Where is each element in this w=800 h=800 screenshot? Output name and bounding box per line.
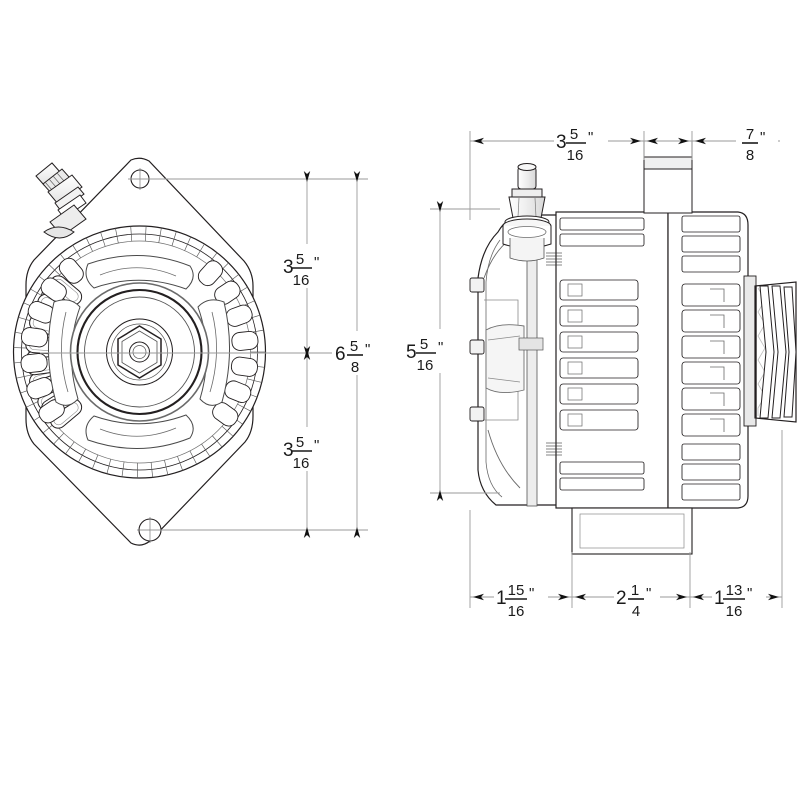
- dim-side-top-left-whole: 3: [556, 132, 567, 153]
- svg-text:3: 3: [283, 440, 294, 461]
- dim-front-bottom-num: 5: [296, 434, 304, 451]
- dim-side-top-right-mark: ": [760, 129, 765, 146]
- dim-front-overall-num: 5: [350, 338, 358, 355]
- dim-side-top-left-num: 5: [570, 126, 578, 143]
- svg-text:1: 1: [496, 588, 507, 609]
- svg-text:5: 5: [350, 338, 358, 355]
- dim-side-bottom-left: 1 15 16 ": [494, 575, 548, 620]
- svg-text:6: 6: [335, 344, 346, 365]
- svg-text:5: 5: [570, 126, 578, 143]
- svg-text:4: 4: [632, 603, 640, 620]
- svg-text:15: 15: [508, 582, 525, 599]
- dim-front-top-den: 16: [293, 272, 310, 289]
- svg-text:13: 13: [726, 582, 743, 599]
- svg-text:7: 7: [746, 126, 754, 143]
- center-hex-nut: [117, 325, 162, 379]
- svg-text:3: 3: [283, 257, 294, 278]
- dim-side-bottom-left-num: 15: [508, 582, 525, 599]
- dim-side-bottom-mid-whole: 2: [616, 588, 627, 609]
- svg-text:16: 16: [567, 147, 584, 164]
- dim-front-top-mark: ": [314, 254, 319, 271]
- dim-front-bottom-den: 16: [293, 455, 310, 472]
- svg-text:2: 2: [616, 588, 627, 609]
- dim-side-top-left-den: 16: [567, 147, 584, 164]
- svg-text:": ": [314, 254, 319, 271]
- dim-side-top-right-den: 8: [746, 147, 754, 164]
- svg-text:5: 5: [296, 251, 304, 268]
- dim-front-overall-mark: ": [365, 341, 370, 358]
- dim-side-top-right: 7 8 ": [736, 119, 778, 164]
- dim-side-bottom-left-den: 16: [508, 603, 525, 620]
- dim-front-top-num: 5: [296, 251, 304, 268]
- svg-text:5: 5: [420, 336, 428, 353]
- svg-text:16: 16: [726, 603, 743, 620]
- dim-side-bottom-right-num: 13: [726, 582, 743, 599]
- dim-side-bottom-left-whole: 1: [496, 588, 507, 609]
- dim-side-bottom-right-den: 16: [726, 603, 743, 620]
- dim-front-bottom-whole: 3: [283, 440, 294, 461]
- dim-side-top-left: 3 5 16 ": [554, 119, 608, 164]
- svg-text:16: 16: [508, 603, 525, 620]
- dim-side-bottom-mid: 2 1 4 ": [614, 575, 660, 620]
- svg-text:": ": [747, 585, 752, 602]
- svg-text:": ": [314, 437, 319, 454]
- svg-text:": ": [588, 129, 593, 146]
- svg-text:": ": [365, 341, 370, 358]
- svg-text:16: 16: [293, 272, 310, 289]
- front-view-dimensions: 3 5 16 " 3 5 16: [40, 171, 383, 538]
- svg-text:5: 5: [406, 342, 417, 363]
- pulley: [754, 281, 797, 423]
- dim-side-vertical-den: 16: [417, 357, 434, 374]
- dim-side-vertical-mark: ": [438, 339, 443, 356]
- dim-front-overall-den: 8: [351, 359, 359, 376]
- terminal-post-side: [502, 163, 552, 262]
- dim-side-bottom-mid-den: 4: [632, 603, 640, 620]
- dim-side-bottom-mid-mark: ": [646, 585, 651, 602]
- svg-text:8: 8: [351, 359, 359, 376]
- dim-front-overall-whole: 6: [335, 344, 346, 365]
- terminal-post-front: [35, 162, 87, 239]
- dim-side-vertical-whole: 5: [406, 342, 417, 363]
- svg-text:": ": [646, 585, 651, 602]
- dim-side-top-right-num: 7: [746, 126, 754, 143]
- svg-text:8: 8: [746, 147, 754, 164]
- svg-text:16: 16: [417, 357, 434, 374]
- front-view: [12, 157, 267, 546]
- dim-front-top-whole: 3: [283, 257, 294, 278]
- dim-side-bottom-right-whole: 1: [714, 588, 725, 609]
- dim-front-top: 3 5 16 ": [281, 244, 333, 289]
- dim-front-bottom: 3 5 16 ": [281, 427, 333, 472]
- svg-text:1: 1: [714, 588, 725, 609]
- svg-text:": ": [438, 339, 443, 356]
- svg-text:1: 1: [631, 582, 639, 599]
- svg-text:16: 16: [293, 455, 310, 472]
- dim-side-bottom-mid-num: 1: [631, 582, 639, 599]
- svg-text:3: 3: [556, 132, 567, 153]
- dim-side-vertical: 5 5 16 ": [404, 329, 456, 374]
- side-view: [469, 141, 797, 555]
- dim-side-bottom-left-mark: ": [529, 585, 534, 602]
- svg-text:5: 5: [296, 434, 304, 451]
- dim-side-bottom-right: 1 13 16 ": [712, 575, 766, 620]
- dim-front-bottom-mark: ": [314, 437, 319, 454]
- svg-text:": ": [760, 129, 765, 146]
- svg-text:": ": [529, 585, 534, 602]
- dim-front-overall: 6 5 8 ": [333, 331, 383, 376]
- dim-side-top-left-mark: ": [588, 129, 593, 146]
- dim-side-bottom-right-mark: ": [747, 585, 752, 602]
- dim-side-vertical-num: 5: [420, 336, 428, 353]
- side-view-dimensions: 3 5 16 " 7 8 ": [404, 119, 783, 620]
